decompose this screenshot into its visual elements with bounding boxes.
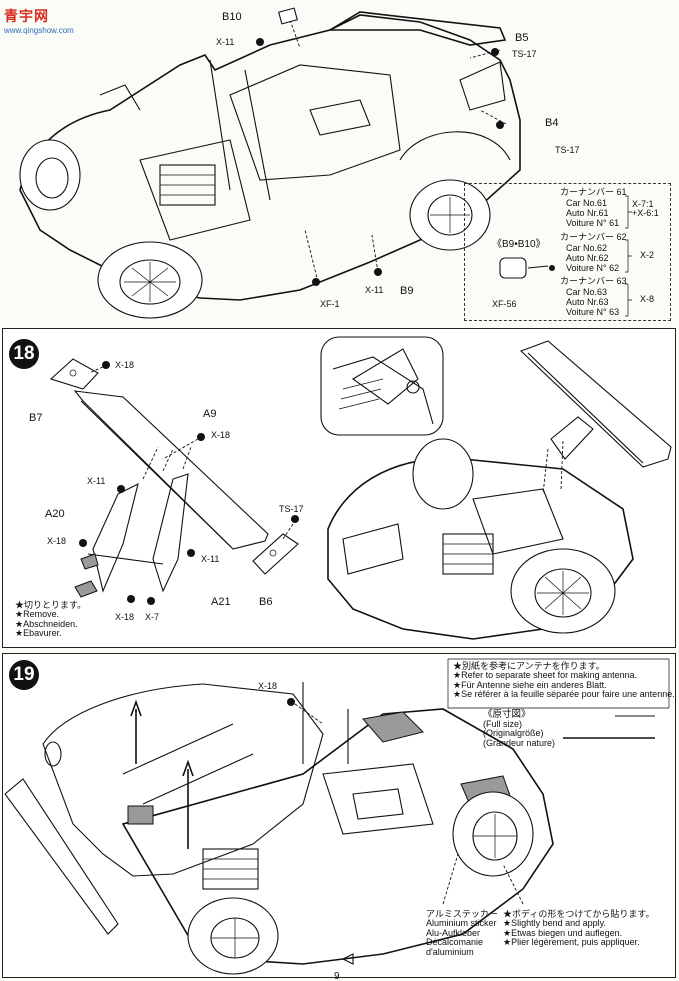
car-number-61-part: X-7:1 +X-6:1 — [632, 199, 659, 219]
full-size-fr: (Grandeur nature) — [483, 737, 556, 748]
car-number-63-part: X-8 — [640, 294, 655, 304]
label-x11-bottom: X-11 — [365, 285, 384, 295]
step-18-panel: 18 — [2, 328, 676, 648]
full-size-de: (Originalgröße) — [483, 728, 544, 739]
label-b9-b10: 《B9•B10》 — [492, 239, 546, 250]
label-x7: X-7 — [145, 612, 160, 622]
label-xf1: XF-1 — [320, 299, 340, 309]
page-number: 9 — [334, 971, 340, 981]
label-x18-a: X-18 — [115, 360, 135, 370]
bend-note-en: ★Slightly bend and apply. — [503, 918, 606, 929]
antenna-note-fr: ★Se référer à la feuille séparée pour fa… — [453, 689, 675, 700]
label-a9: A9 — [203, 408, 217, 420]
car-number-62: カーナンバー 62 Car No.62 Auto Nr.62 Voiture N… — [560, 232, 670, 277]
car-number-61-fr: Voiture N° 61 — [566, 218, 620, 228]
step-17-illustration: B10 X-11 B5 TS-17 B4 TS-17 XF-1 X-11 B9 … — [0, 0, 679, 325]
car-number-61: カーナンバー 61 Car No.61 Auto Nr.61 Voiture N… — [560, 187, 670, 233]
label-x11-top: X-11 — [216, 37, 235, 47]
remove-note-de: ★Abschneiden. — [15, 618, 78, 629]
car-number-63-en: Car No.63 — [566, 287, 608, 297]
car-number-63: カーナンバー 63 Car No.63 Auto Nr.63 Voiture N… — [560, 276, 670, 321]
remove-note: ★切りとります。 ★Remove. ★Abschneiden. ★Ebavure… — [15, 600, 87, 639]
aluminium-fr-1: Décalcomanie — [426, 937, 484, 948]
label-b5: B5 — [515, 32, 529, 44]
car-number-62-jp: カーナンバー 62 — [560, 232, 627, 242]
label-ts17-mid: TS-17 — [555, 145, 580, 155]
car-number-62-de: Auto Nr.62 — [566, 253, 609, 263]
antenna-note-de: ★Für Antenne siehe ein anderes Blatt. — [453, 679, 607, 690]
label-x18-d: X-18 — [115, 612, 135, 622]
watermark-logo: 青宇网 www.qingshow.com — [4, 6, 74, 35]
label-b6: B6 — [259, 596, 273, 608]
label-x11-a: X-11 — [87, 476, 106, 486]
aluminium-en: Aluminium sticker — [426, 918, 497, 929]
wing-assembly-drawing — [49, 336, 672, 640]
bend-note-fr: ★Plier légèrement, puis appliquer. — [503, 937, 640, 948]
watermark-brand: 青宇网 — [4, 8, 49, 24]
label-a21: A21 — [211, 596, 231, 608]
aluminium-sticker-note: アルミステッカー Aluminium sticker Alu-Aufkleber… — [426, 909, 498, 957]
label-b10: B10 — [222, 11, 242, 23]
step-18-number: 18 — [9, 339, 39, 369]
label-xf56: XF-56 — [492, 299, 517, 309]
label-ts17: TS-17 — [279, 504, 304, 514]
remove-note-en: ★Remove. — [15, 609, 60, 620]
label-x11-b: X-11 — [201, 554, 220, 564]
car-number-63-fr: Voiture N° 63 — [566, 307, 620, 317]
car-rear-assembly-drawing — [19, 7, 555, 319]
step-19-number: 19 — [9, 660, 39, 690]
remove-note-jp: ★切りとります。 — [15, 600, 87, 610]
antenna-note-jp: ★別紙を参考にアンテナを作ります。 — [453, 661, 605, 671]
car-number-62-en: Car No.62 — [566, 243, 608, 253]
step-19-panel: 19 — [2, 653, 676, 978]
bend-note-jp: ★ボディの形をつけてから貼ります。 — [503, 909, 655, 919]
car-number-61-en: Car No.61 — [566, 198, 608, 208]
label-a20: A20 — [45, 508, 65, 520]
car-number-63-jp: カーナンバー 63 — [560, 276, 627, 286]
remove-note-fr: ★Ebavurer. — [15, 628, 62, 639]
full-size-label: 《原寸図》 (Full size) (Originalgröße) (Grand… — [483, 710, 555, 748]
antenna-note: ★別紙を参考にアンテナを作ります。 ★Refer to separate she… — [453, 661, 675, 700]
full-size-en: (Full size) — [483, 718, 523, 729]
aluminium-de: Alu-Aufkleber — [426, 927, 481, 938]
car-number-63-de: Auto Nr.63 — [566, 297, 609, 307]
aluminium-fr-2: d'aluminium — [426, 946, 474, 957]
label-b4: B4 — [545, 117, 559, 129]
car-body-attach-drawing — [4, 658, 670, 975]
full-size-jp: 《原寸図》 — [483, 709, 531, 720]
label-ts17-top: TS-17 — [512, 49, 537, 59]
watermark-url: www.qingshow.com — [4, 26, 74, 35]
bend-note-de: ★Etwas biegen und auflegen. — [503, 927, 623, 938]
bend-note: ★ボディの形をつけてから貼ります。 ★Slightly bend and app… — [503, 909, 655, 948]
car-number-61-de: Auto Nr.61 — [566, 208, 609, 218]
car-number-62-fr: Voiture N° 62 — [566, 263, 620, 273]
car-number-62-part: X-2 — [640, 250, 655, 260]
label-b9: B9 — [400, 285, 414, 297]
label-b7: B7 — [29, 412, 43, 424]
aluminium-jp: アルミステッカー — [426, 909, 498, 919]
label-x18-b: X-18 — [211, 430, 231, 440]
car-number-box — [464, 183, 671, 321]
car-number-table: カーナンバー 61 Car No.61 Auto Nr.61 Voiture N… — [560, 187, 670, 321]
label-x18: X-18 — [258, 681, 278, 691]
car-number-brackets — [625, 195, 632, 317]
car-number-61-jp: カーナンバー 61 — [560, 187, 627, 197]
antenna-note-en: ★Refer to separate sheet for making ante… — [453, 670, 638, 681]
label-x18-c: X-18 — [47, 536, 67, 546]
